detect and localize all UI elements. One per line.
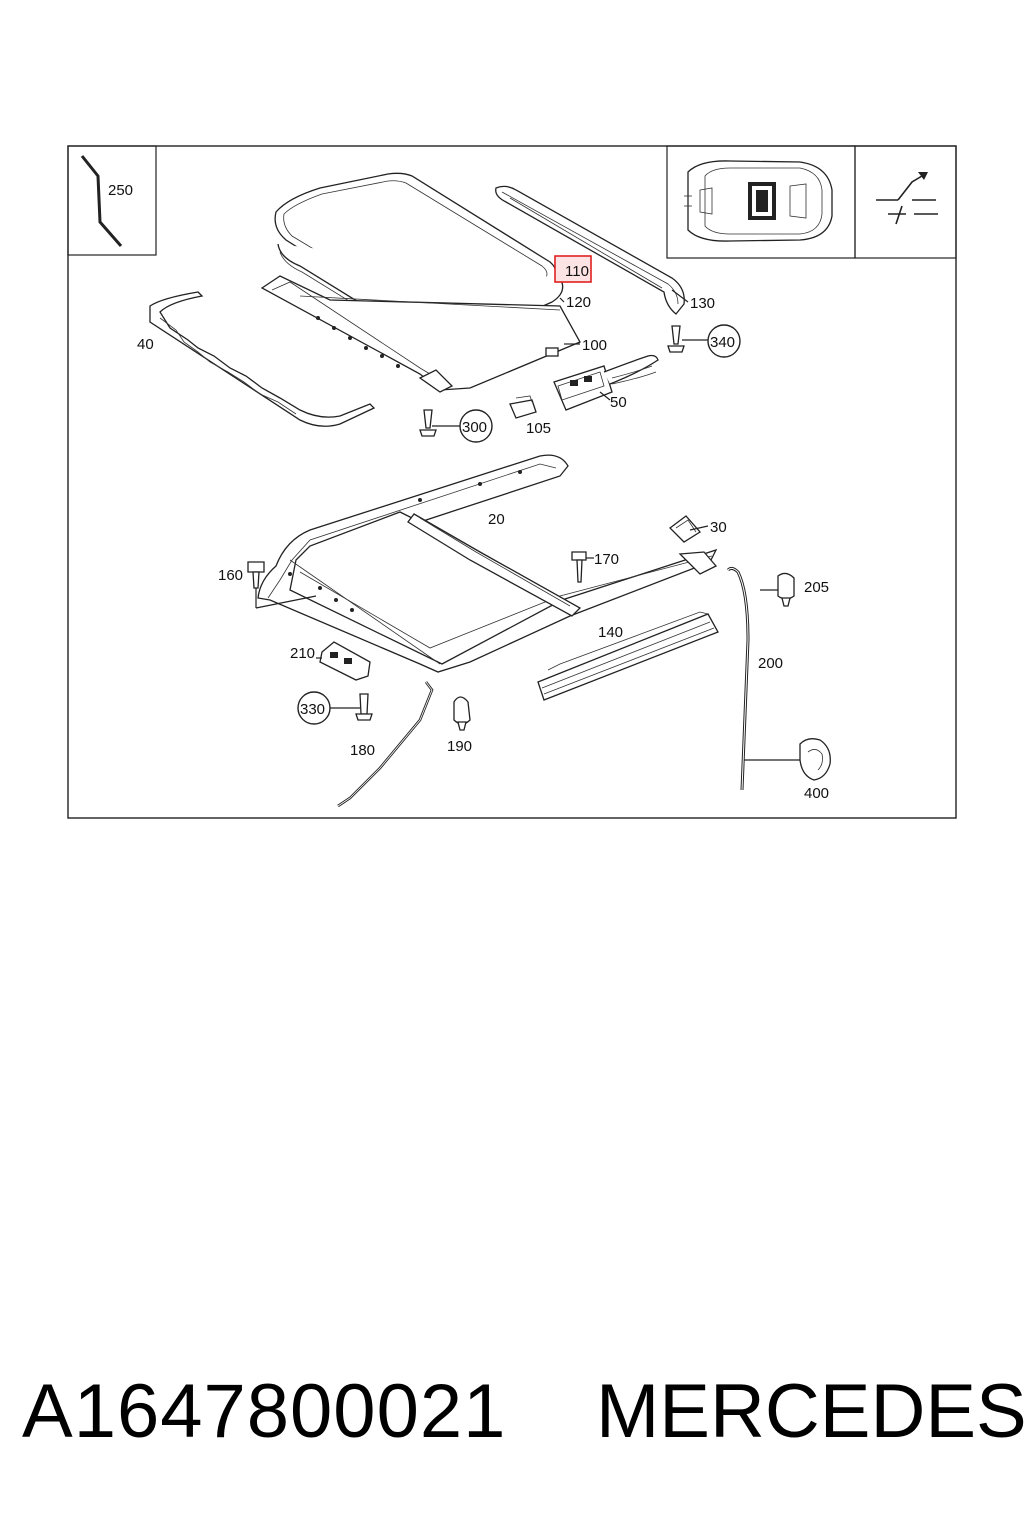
wind-deflector-40	[149, 291, 376, 427]
screw-330	[355, 693, 373, 721]
label-250: 250	[108, 182, 133, 199]
screw-170	[571, 551, 587, 583]
label-110: 110	[565, 263, 589, 280]
label-130: 130	[690, 295, 715, 312]
highlight-110	[554, 255, 592, 283]
drain-nozzle-400	[799, 738, 831, 781]
part-number: A1647800021	[22, 1369, 507, 1454]
guide-rail-140	[537, 611, 719, 701]
circle-330	[297, 691, 331, 725]
clip-190	[453, 696, 471, 731]
label-160: 160	[218, 567, 243, 584]
label-120: 120	[566, 294, 591, 311]
car-top-view-icon	[684, 160, 833, 242]
label-20: 20	[488, 511, 505, 528]
label-300: 300	[462, 419, 487, 436]
label-200: 200	[758, 655, 783, 672]
control-unit-210	[319, 641, 371, 681]
leader-lines	[255, 269, 800, 761]
circle-340	[707, 324, 741, 358]
brand-name: MERCEDES	[596, 1369, 1024, 1454]
label-140: 140	[598, 624, 623, 641]
part-labels: 250 110 120 130 40 100 340 50 300 105 20…	[108, 182, 829, 802]
wind-deflector-frame-100	[260, 275, 581, 393]
clip-205	[777, 572, 795, 607]
bracket-30	[669, 515, 701, 543]
label-100: 100	[582, 337, 607, 354]
diagram-frame	[67, 145, 957, 819]
label-190: 190	[447, 738, 472, 755]
circle-300	[459, 409, 493, 443]
label-50: 50	[610, 394, 627, 411]
sunroof-frame-20	[257, 454, 718, 673]
screw-340	[667, 325, 685, 353]
label-400: 400	[804, 785, 829, 802]
label-30: 30	[710, 519, 727, 536]
screw-300	[419, 409, 437, 437]
cable-180	[337, 681, 434, 808]
label-205: 205	[804, 579, 829, 596]
label-105: 105	[526, 420, 551, 437]
seal-strip-250-inner	[84, 155, 125, 247]
inset-box-250	[67, 145, 157, 256]
label-330: 330	[300, 701, 325, 718]
slide-symbol-icon	[876, 172, 938, 225]
screw-160	[247, 561, 265, 589]
label-340: 340	[710, 334, 735, 351]
bracket-105	[509, 395, 537, 419]
seal-strip-250	[80, 155, 123, 247]
drain-hose-200	[726, 566, 750, 791]
label-180: 180	[350, 742, 375, 759]
label-170: 170	[594, 551, 619, 568]
inset-box-symbol	[854, 145, 957, 259]
drive-motor-50	[553, 354, 659, 411]
label-40: 40	[137, 336, 154, 353]
label-210: 210	[290, 645, 315, 662]
